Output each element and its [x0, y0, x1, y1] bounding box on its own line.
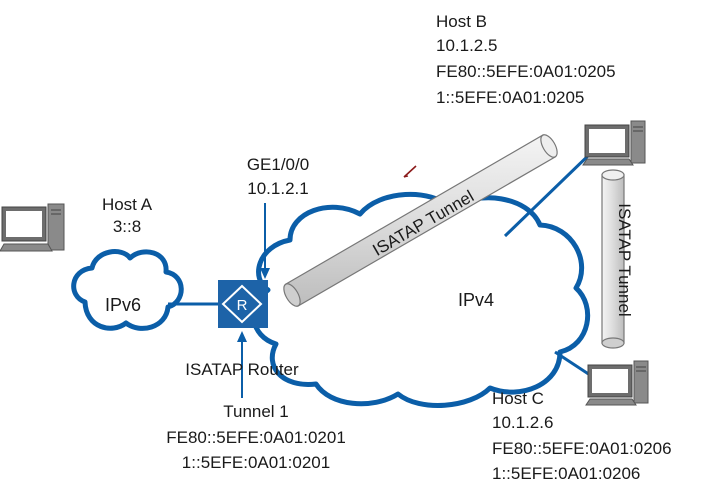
pen-cursor-icon [403, 165, 417, 178]
host-c-global: 1::5EFE:0A01:0206 [492, 464, 640, 483]
ipv6-cloud [71, 249, 184, 331]
router-interface-ip: 10.1.2.1 [247, 179, 308, 198]
tunnel-global: 1::5EFE:0A01:0201 [182, 453, 330, 472]
host-b-global: 1::5EFE:0A01:0205 [436, 88, 584, 107]
tunnel-to-host-c [601, 169, 625, 349]
ipv4-cloud [251, 191, 591, 408]
tunnel-c-label: ISATAP Tunnel [615, 203, 634, 316]
router-interface-name: GE1/0/0 [247, 155, 309, 174]
tunnel-to-host-b [283, 134, 558, 307]
host-c-link-local: FE80::5EFE:0A01:0206 [492, 439, 672, 458]
ipv4-cloud-label: IPv4 [458, 290, 494, 310]
tunnel-interface-name: Tunnel 1 [223, 402, 289, 421]
tunnel-interface-arrow [237, 331, 247, 398]
svg-text:R: R [237, 297, 248, 314]
host-b-ipv4: 10.1.2.5 [436, 36, 497, 55]
tunnel-link-local: FE80::5EFE:0A01:0201 [166, 428, 346, 447]
host-b-link-local: FE80::5EFE:0A01:0205 [436, 62, 616, 81]
host-c-ipv4: 10.1.2.6 [492, 413, 553, 432]
host-b-name: Host B [436, 12, 487, 31]
router-icon: R [218, 280, 268, 328]
ge-interface-arrow [260, 203, 270, 279]
host-c-link [554, 350, 591, 377]
host-a-name: Host A [102, 195, 153, 214]
host-b-link [503, 150, 594, 238]
host-b-computer-icon [582, 120, 646, 166]
router-name: ISATAP Router [185, 360, 299, 379]
host-a-computer-icon [0, 203, 65, 252]
host-a-address: 3::8 [113, 217, 141, 236]
host-c-computer-icon [585, 360, 649, 406]
ipv6-cloud-label: IPv6 [105, 295, 141, 315]
host-c-name: Host C [492, 389, 544, 408]
